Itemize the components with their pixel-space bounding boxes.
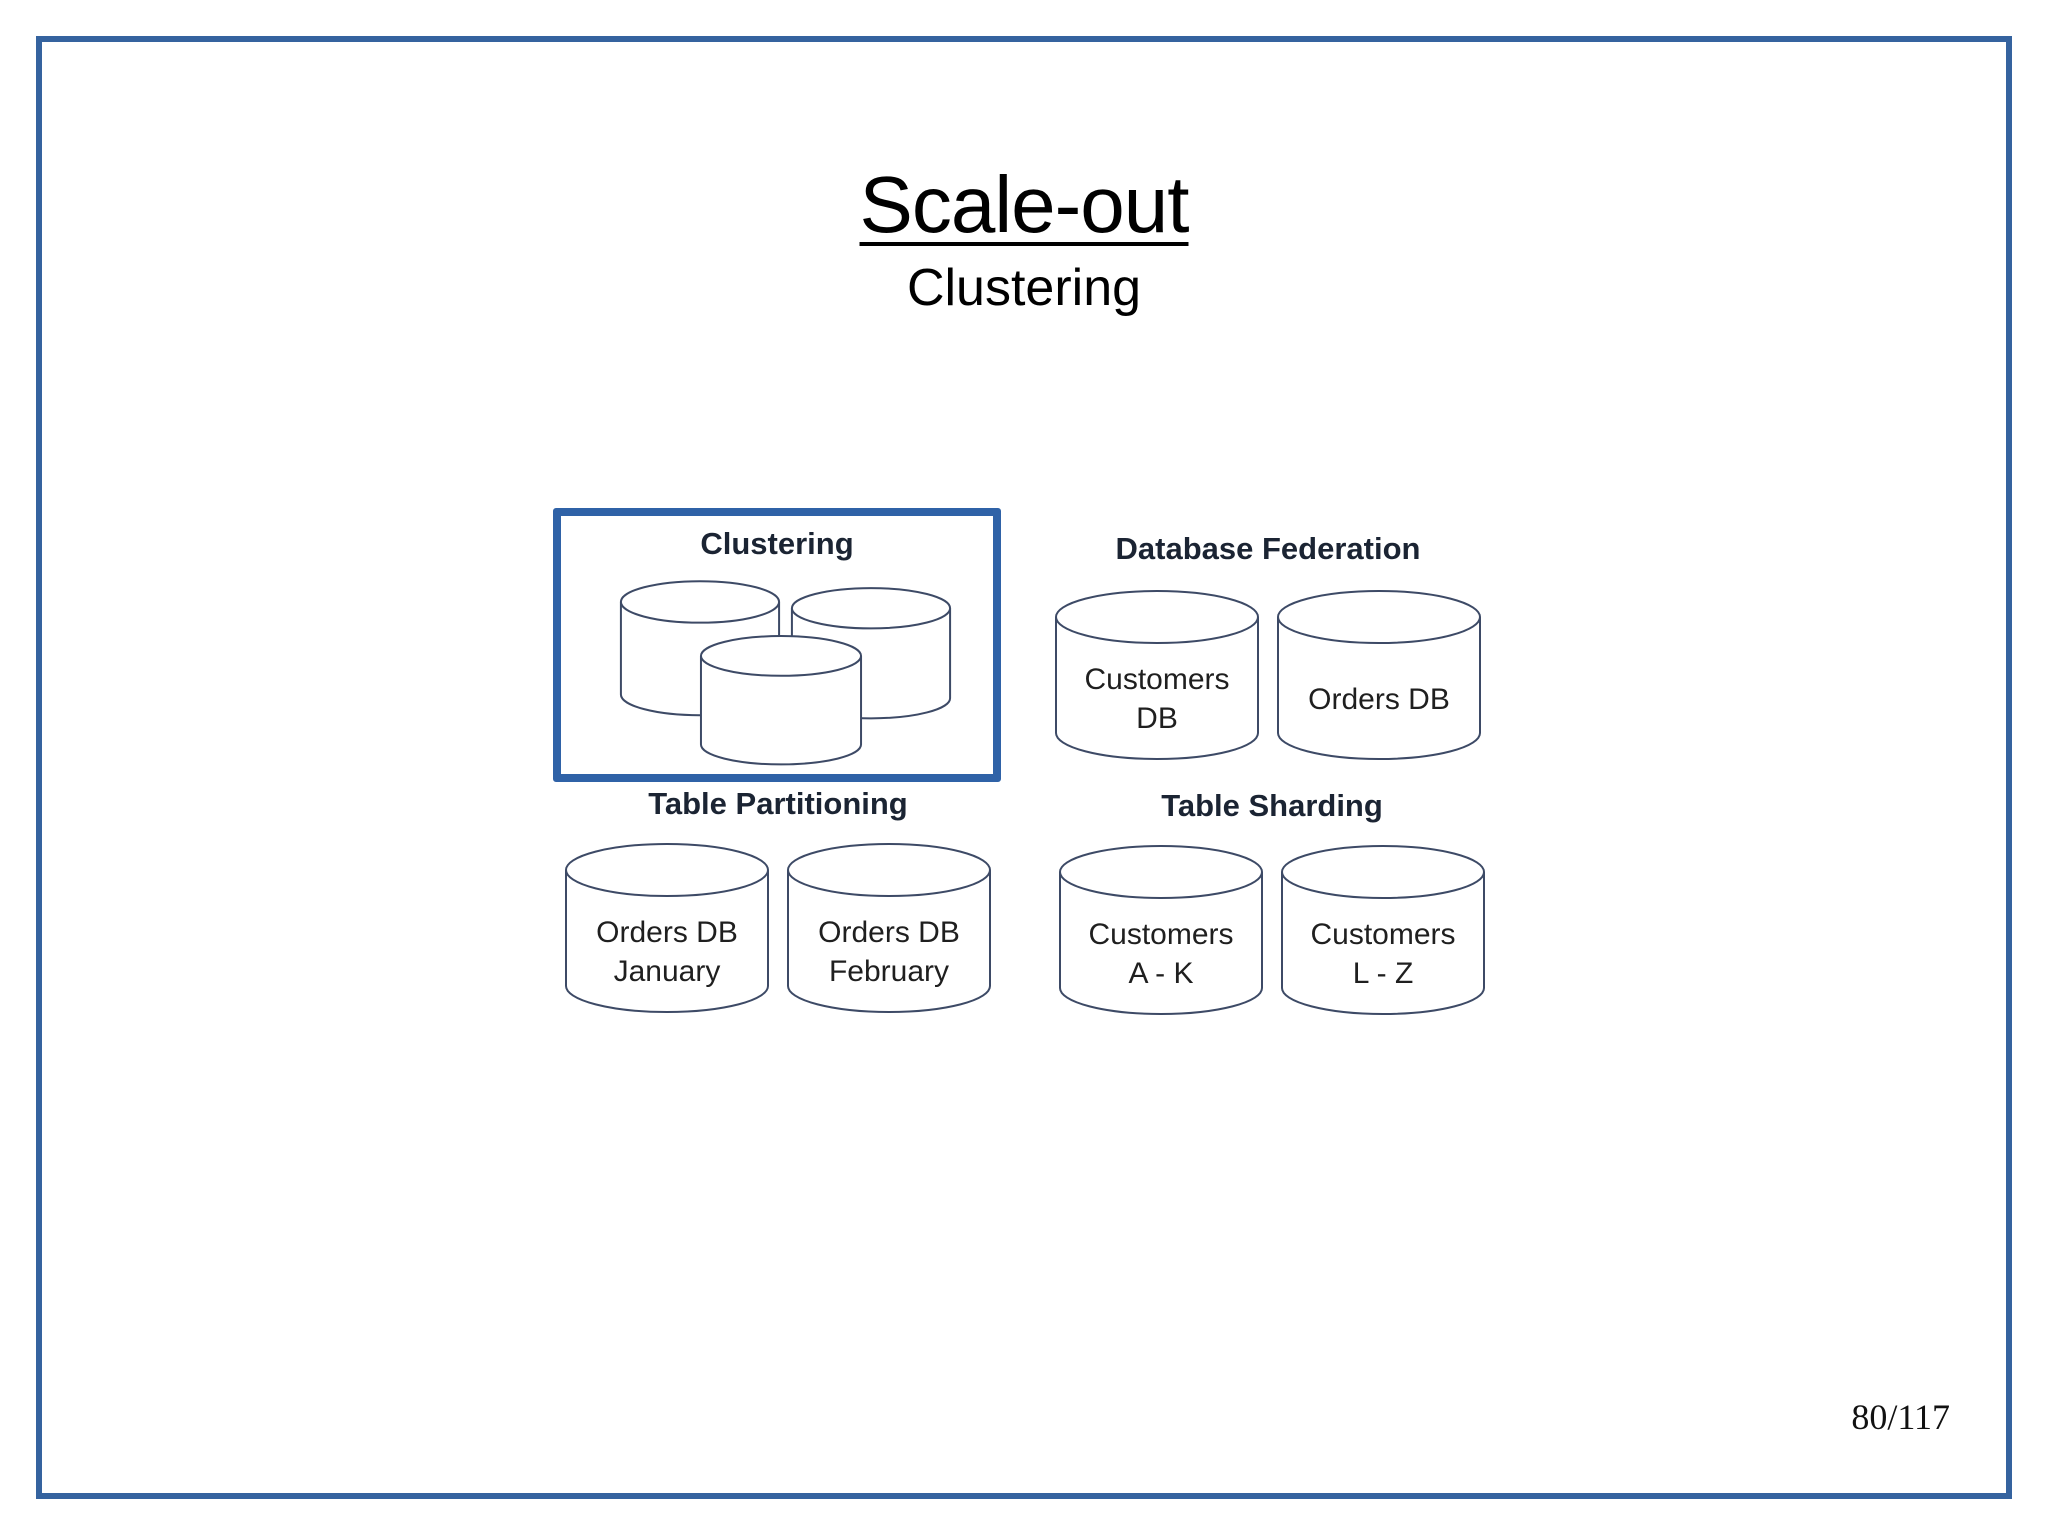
clustering-cylinders [561, 516, 993, 774]
slide-title: Scale-out [859, 160, 1190, 249]
cylinder-label: Orders DB [1308, 682, 1450, 716]
database-cylinder-icon: Orders DB [1273, 587, 1485, 765]
slide-subtitle: Clustering [906, 259, 1142, 317]
page-number: 80/117 [1851, 1397, 1950, 1437]
table-partitioning-heading: Table Partitioning [648, 786, 908, 821]
database-cylinder-icon [697, 633, 865, 769]
clustering-heading: Clustering [700, 526, 854, 561]
table-sharding-heading: Table Sharding [1161, 788, 1383, 823]
clustering-section: Clustering [553, 508, 1001, 782]
slide-border-frame [36, 36, 2012, 1499]
slide-header: Scale-out Clustering [0, 163, 2048, 316]
database-federation-heading: Database Federation [1115, 531, 1421, 566]
